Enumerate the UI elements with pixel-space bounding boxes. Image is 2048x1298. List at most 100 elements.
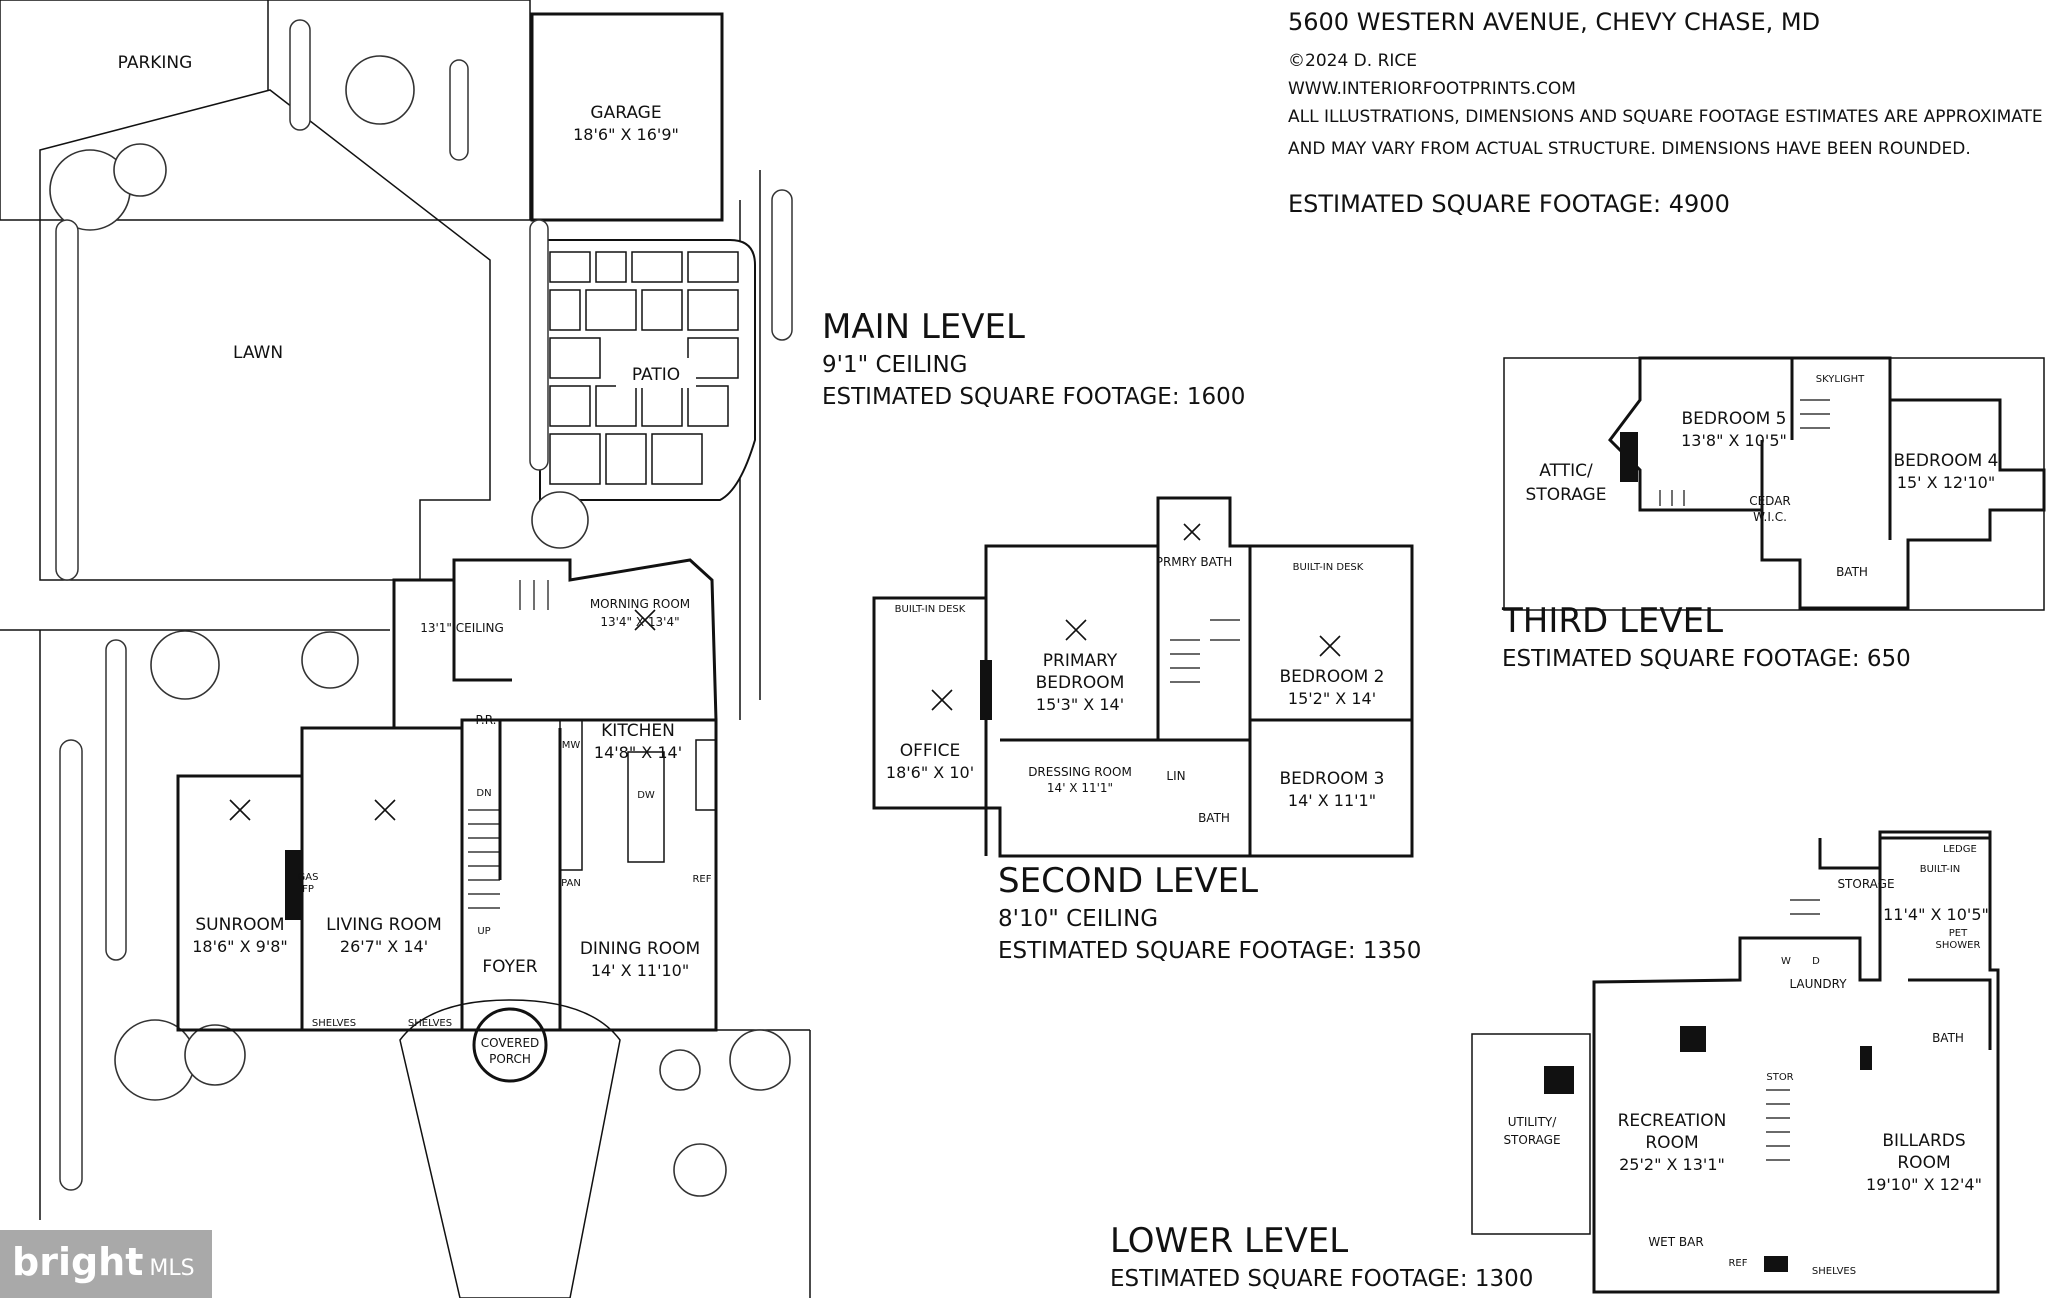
patio-label-bg bbox=[616, 358, 696, 388]
main-level-title: MAIN LEVEL bbox=[822, 307, 1025, 347]
bedroom-2-label: BEDROOM 2 bbox=[1280, 667, 1385, 687]
lower-ref-label: REF bbox=[1728, 1258, 1747, 1269]
patio-label: PATIO bbox=[632, 365, 680, 385]
main-stairs bbox=[468, 580, 549, 909]
billiards-room-label-2: ROOM bbox=[1897, 1153, 1950, 1173]
ledge-label: LEDGE bbox=[1943, 844, 1977, 855]
garage-dim: 18'6" X 16'9" bbox=[573, 125, 679, 144]
second-fan-icons bbox=[931, 523, 1341, 711]
recreation-room-label-2: ROOM bbox=[1645, 1133, 1698, 1153]
kitchen-dim: 14'8" X 14' bbox=[594, 743, 682, 762]
kitchen-island bbox=[627, 751, 665, 863]
utility-storage-outline bbox=[1471, 1033, 1591, 1235]
stair-dn-label: DN bbox=[476, 788, 491, 799]
lower-stairs bbox=[1766, 899, 1820, 1161]
copyright-text: ©2024 D. RICE bbox=[1288, 51, 1417, 71]
lower-shelves-label: SHELVES bbox=[1812, 1266, 1856, 1277]
dressing-room-label: DRESSING ROOM bbox=[1028, 765, 1132, 779]
front-walkway bbox=[399, 999, 621, 1298]
pan-label: PAN bbox=[561, 878, 581, 889]
logo-brand-text: bright bbox=[12, 1240, 144, 1284]
site-plan: GARAGE 18'6" X 16'9" PARKING LAWN PATIO bbox=[0, 0, 811, 1298]
dining-room-dim: 14' X 11'10" bbox=[591, 961, 689, 980]
storage-label: STORAGE bbox=[1837, 877, 1894, 891]
bedroom-2-dim: 15'2" X 14' bbox=[1288, 689, 1376, 708]
parking-label: PARKING bbox=[118, 53, 193, 73]
shelves-label-1: SHELVES bbox=[312, 1018, 356, 1029]
bedroom-5-dim: 13'8" X 10'5" bbox=[1681, 431, 1787, 450]
built-in-label: BUILT-IN bbox=[1920, 864, 1961, 875]
cedar-wic-label-2: W.I.C. bbox=[1753, 510, 1787, 524]
skylight-label: SKYLIGHT bbox=[1816, 374, 1865, 385]
utility-label-1: UTILITY/ bbox=[1508, 1115, 1558, 1129]
recreation-room-dim: 25'2" X 13'1" bbox=[1619, 1155, 1725, 1174]
garage-label: GARAGE bbox=[590, 103, 661, 123]
utility-equipment bbox=[1544, 1066, 1574, 1094]
hedges bbox=[55, 19, 793, 1191]
bedroom-4-dim: 15' X 12'10" bbox=[1897, 473, 1995, 492]
main-level-sqft: ESTIMATED SQUARE FOOTAGE: 1600 bbox=[822, 384, 1245, 410]
washer-label: W bbox=[1781, 956, 1791, 967]
trees bbox=[49, 55, 791, 1197]
office-label: OFFICE bbox=[900, 741, 961, 761]
second-level-sqft: ESTIMATED SQUARE FOOTAGE: 1350 bbox=[998, 938, 1421, 964]
ceiling-height-note: 13'1" CEILING bbox=[420, 621, 504, 635]
lower-level-title: LOWER LEVEL bbox=[1110, 1221, 1348, 1261]
third-stairs bbox=[1659, 399, 1830, 506]
third-chimney bbox=[1620, 432, 1638, 482]
third-bath-label: BATH bbox=[1836, 565, 1868, 579]
primary-bedroom-dim: 15'3" X 14' bbox=[1036, 695, 1124, 714]
built-in-desk-label-1: BUILT-IN DESK bbox=[895, 604, 966, 615]
morning-room-label: MORNING ROOM bbox=[590, 597, 690, 611]
bath-label: BATH bbox=[1198, 811, 1230, 825]
mw-label: MW bbox=[562, 740, 581, 751]
pet-shower-label-2: SHOWER bbox=[1936, 940, 1981, 951]
stair-up-label: UP bbox=[477, 926, 490, 937]
second-level-ceiling: 8'10" CEILING bbox=[998, 906, 1158, 932]
primary-bath-label: PRMRY BATH bbox=[1156, 555, 1233, 569]
second-stairs bbox=[1170, 619, 1240, 683]
porch-label-1: COVERED bbox=[481, 1036, 540, 1050]
ceiling-fan-icons bbox=[229, 609, 656, 821]
dressing-room-dim: 14' X 11'1" bbox=[1047, 781, 1113, 795]
header-block: 5600 WESTERN AVENUE, CHEVY CHASE, MD ©20… bbox=[1288, 8, 2043, 218]
main-level-ceiling: 9'1" CEILING bbox=[822, 352, 967, 378]
second-fireplace bbox=[980, 660, 992, 720]
lower-level-plan: UTILITY/ STORAGE RECREATION ROOM 25'2" X… bbox=[1471, 830, 2000, 1294]
sunroom-label: SUNROOM bbox=[195, 915, 284, 935]
living-room-dim: 26'7" X 14' bbox=[340, 937, 428, 956]
wet-bar-label: WET BAR bbox=[1648, 1235, 1703, 1249]
recreation-room-label-1: RECREATION bbox=[1618, 1111, 1727, 1131]
foyer-label: FOYER bbox=[482, 957, 537, 977]
main-level-plan: COVERED PORCH SUNROOM 18'6" X 9'8" LIVIN… bbox=[176, 558, 718, 1083]
dw-label: DW bbox=[637, 790, 655, 801]
billiards-room-dim: 19'10" X 12'4" bbox=[1866, 1175, 1982, 1194]
second-level-title: SECOND LEVEL bbox=[998, 861, 1258, 901]
garage-outline bbox=[530, 12, 724, 222]
lower-room-dim: 11'4" X 10'5" bbox=[1883, 905, 1989, 924]
kitchen-label: KITCHEN bbox=[601, 721, 675, 741]
gas-fp-label-2: FP bbox=[302, 884, 314, 895]
powder-room-label: P.R. bbox=[476, 713, 497, 727]
linen-label: LIN bbox=[1166, 769, 1185, 783]
lower-bath-label: BATH bbox=[1932, 1031, 1964, 1045]
patio-pavers bbox=[549, 251, 739, 485]
billiards-room-label-1: BILLARDS bbox=[1882, 1131, 1965, 1151]
morning-room-dim: 13'4" X 13'4" bbox=[600, 615, 679, 629]
logo-mls-text: MLS bbox=[149, 1256, 195, 1281]
bedroom-3-dim: 14' X 11'1" bbox=[1288, 791, 1376, 810]
gas-fp-label-1: GAS bbox=[298, 872, 319, 883]
second-level-plan: OFFICE 18'6" X 10' PRIMARY BEDROOM 15'3"… bbox=[872, 496, 1414, 858]
covered-porch bbox=[472, 1007, 548, 1083]
lower-level-sqft: ESTIMATED SQUARE FOOTAGE: 1300 bbox=[1110, 1266, 1533, 1292]
disclaimer-line-1: ALL ILLUSTRATIONS, DIMENSIONS AND SQUARE… bbox=[1288, 107, 2043, 127]
website-text: WWW.INTERIORFOOTPRINTS.COM bbox=[1288, 79, 1576, 99]
shelves-label-2: SHELVES bbox=[408, 1018, 452, 1029]
bright-mls-logo-badge bbox=[0, 1230, 212, 1298]
bedroom-3-label: BEDROOM 3 bbox=[1280, 769, 1385, 789]
porch-label-2: PORCH bbox=[489, 1052, 531, 1066]
bedroom-5-label: BEDROOM 5 bbox=[1682, 409, 1787, 429]
dining-room-label: DINING ROOM bbox=[580, 939, 700, 959]
stor-label: STOR bbox=[1766, 1072, 1793, 1083]
